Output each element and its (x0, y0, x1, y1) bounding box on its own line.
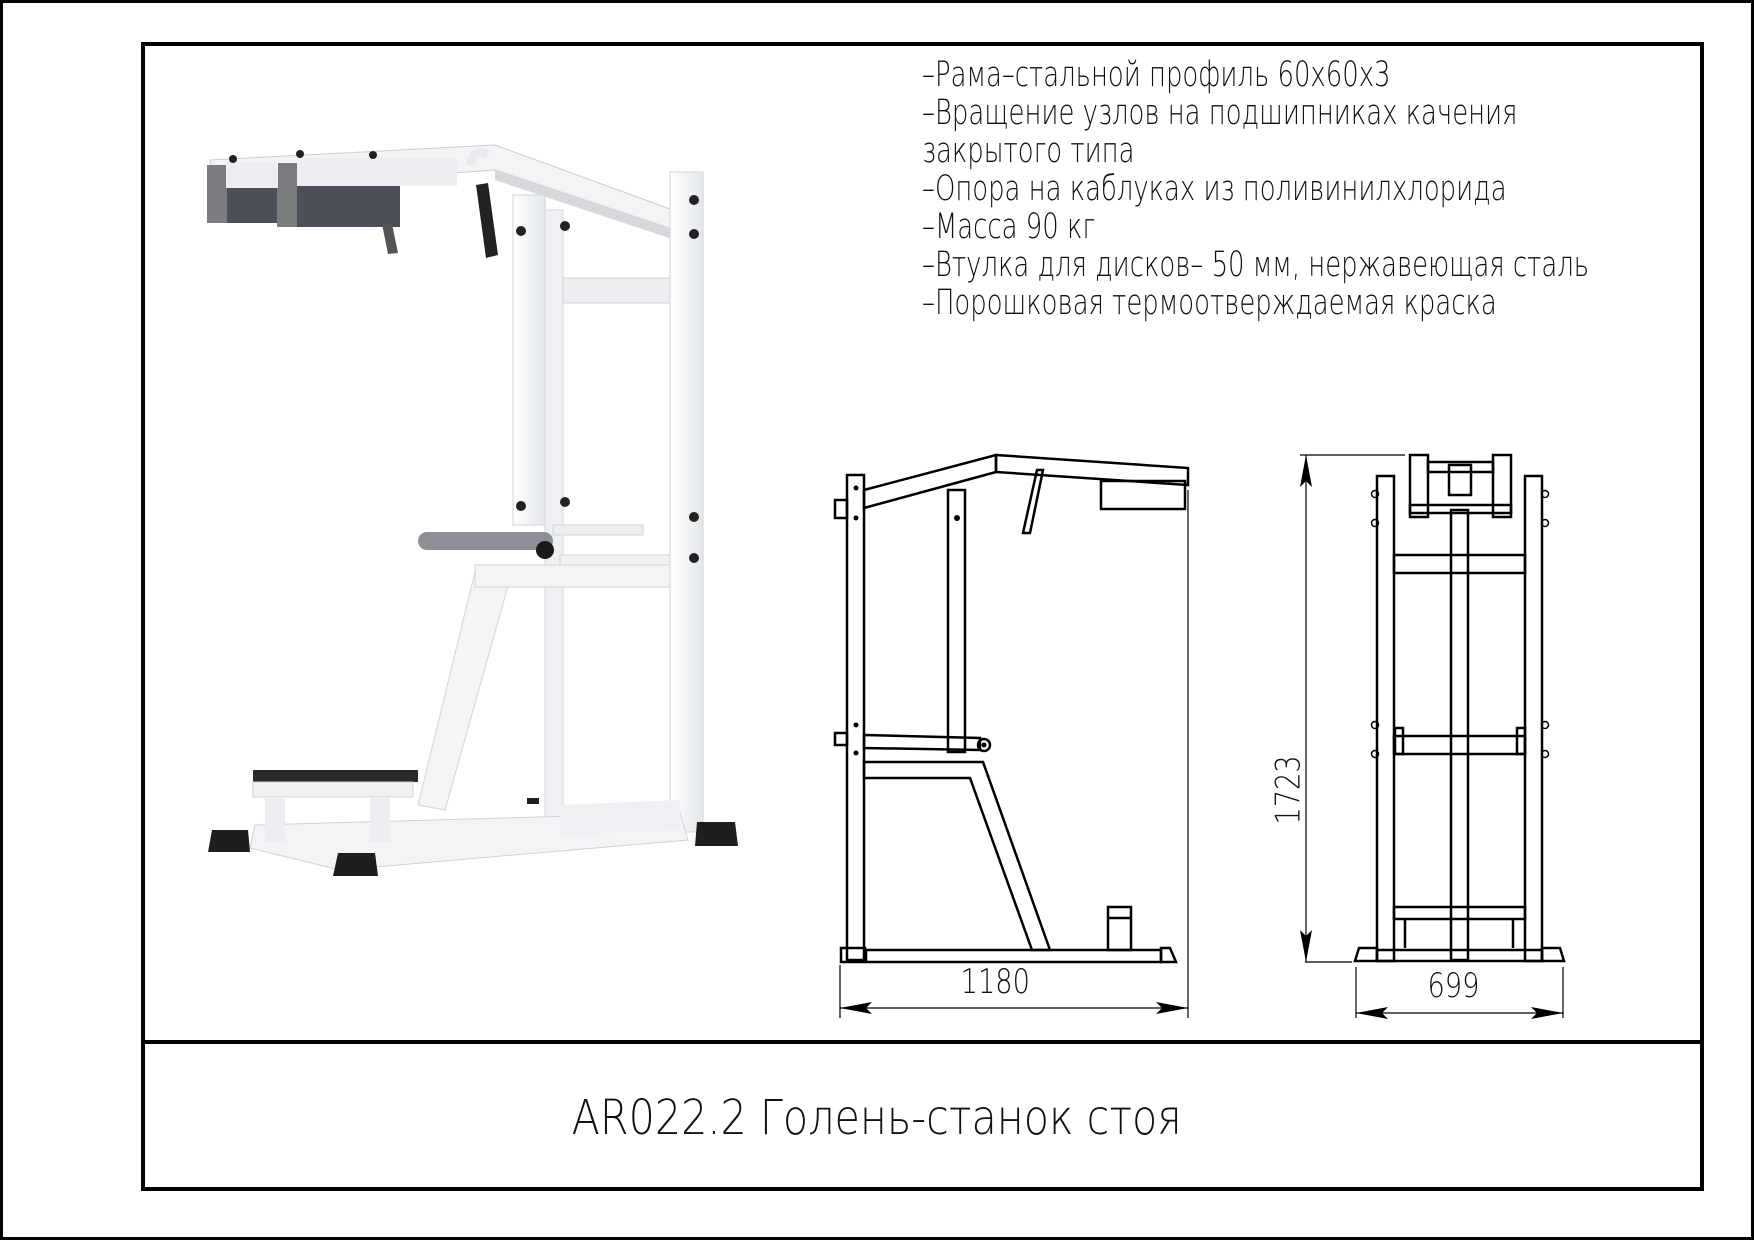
spec-paint: –Порошковая термоотверждаемая краска (922, 283, 1497, 323)
title-block-separator (141, 1040, 1704, 1044)
title-block: AR022.2 Голень-станок стоя (0, 1044, 1754, 1191)
dimension-height: 1723 (1268, 755, 1309, 825)
dimension-length: 1180 (960, 962, 1030, 1002)
spec-sleeve: –Втулка для дисков– 50 мм, нержавеющая с… (922, 245, 1590, 285)
product-title: AR022.2 Голень-станок стоя (571, 1089, 1183, 1146)
spec-mass: –Масса 90 кг (922, 207, 1096, 247)
side-view-drawing (833, 453, 1190, 1018)
spec-bearings: –Вращение узлов на подшипниках качения (922, 93, 1518, 133)
specifications-list: –Рама–стальной профиль 60х60х3 –Вращение… (922, 56, 1702, 322)
spec-frame: –Рама–стальной профиль 60х60х3 (922, 55, 1391, 95)
spec-feet: –Опора на каблуках из поливинилхлорида (922, 169, 1507, 209)
machine-3d-render (207, 144, 738, 876)
drawing-frame (141, 42, 1704, 1191)
dimension-width: 699 (1427, 966, 1480, 1006)
front-view-drawing (1300, 453, 1566, 1019)
spec-bearings-cont: закрытого типа (922, 131, 1135, 171)
